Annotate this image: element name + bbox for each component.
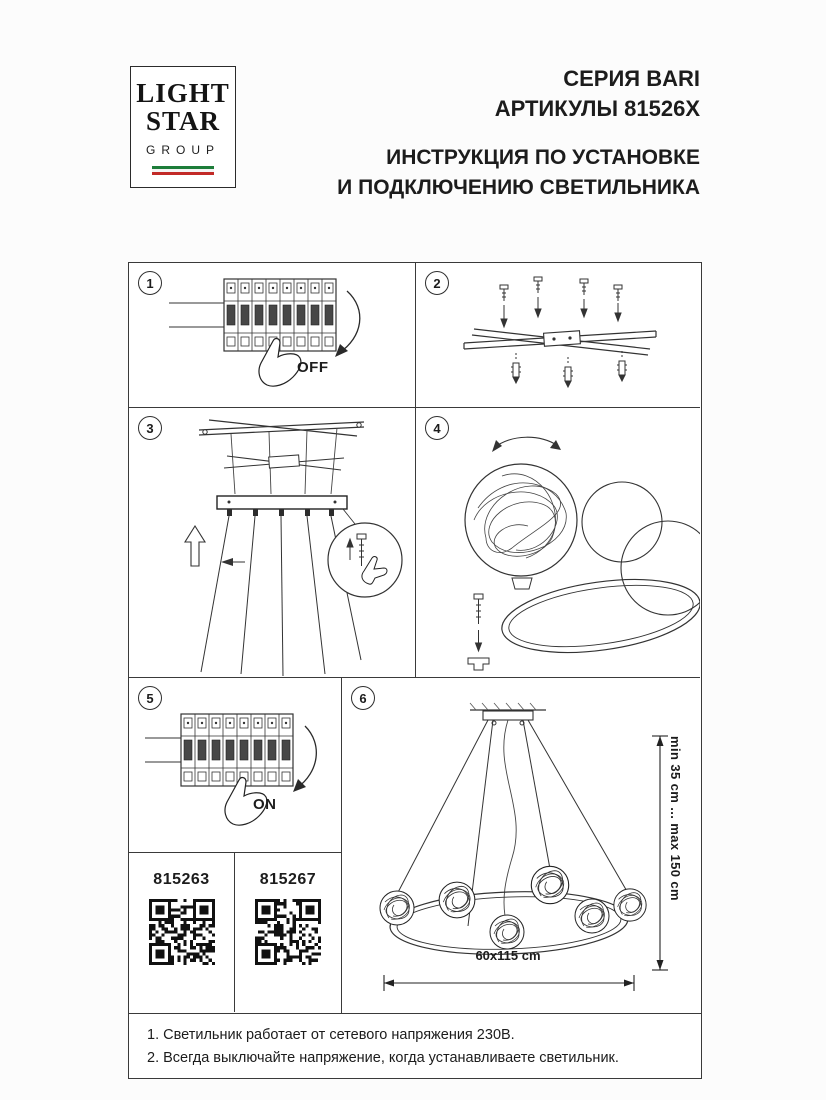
screws-group (499, 276, 623, 329)
qr-code-left (148, 899, 215, 965)
pointing-hand-icon (361, 556, 388, 585)
note-line-2: 2. Всегда выключайте напряжение, когда у… (147, 1050, 619, 1067)
articles-title: АРТИКУЛЫ 81526X (494, 95, 700, 121)
header: СЕРИЯ BARI АРТИКУЛЫ 81526X ИНСТРУКЦИЯ ПО… (280, 64, 700, 202)
notes-panel: 1. Светильник работает от сетевого напря… (129, 1013, 701, 1077)
step-6-panel: 6 (342, 678, 701, 1013)
breaker-off-diagram (169, 278, 361, 387)
instruction-title-line1: ИНСТРУКЦИЯ ПО УСТАНОВКЕ (386, 146, 700, 170)
step-1-number: 1 (138, 271, 162, 295)
pointing-hand-icon (258, 337, 302, 387)
logo-word-star: STAR (145, 106, 221, 137)
pointing-hand-icon (224, 776, 268, 826)
qr-code-right (255, 899, 321, 965)
width-dimension-label: 60x115 cm (475, 948, 541, 963)
step-4-panel: 4 (416, 408, 700, 678)
steps-grid: 1 (128, 262, 702, 1079)
on-label: ON (253, 796, 277, 813)
step-3-number: 3 (138, 416, 162, 440)
article-codes-panel: 815263 815267 (129, 853, 341, 1012)
series-title: СЕРИЯ BARI (563, 66, 700, 91)
italian-flag-icon (152, 165, 214, 176)
step-5-panel: 5 (129, 678, 341, 853)
article-left: 815263 (129, 853, 235, 1012)
step-2-panel: 2 (416, 263, 700, 408)
breaker-on-diagram (145, 713, 317, 826)
mounting-bracket-diagram (463, 276, 657, 389)
note-line-1: 1. Светильник работает от сетевого напря… (147, 1027, 515, 1043)
article-right: 815267 (235, 853, 341, 1012)
chandelier-dimensions-diagram (379, 702, 668, 991)
height-dimension-label: min 35 cm ... max 150 cm (668, 736, 683, 901)
logo-word-light: LIGHT (136, 78, 230, 108)
article-code-left: 815263 (153, 871, 210, 888)
off-label: OFF (297, 359, 329, 376)
article-code-right: 815267 (259, 871, 317, 888)
ceiling-mount-diagram (184, 419, 403, 677)
step-6-number: 6 (351, 686, 375, 710)
shade-assembly-diagram (464, 436, 700, 671)
left-column: 5 (129, 678, 342, 1013)
step-3-panel: 3 (129, 408, 416, 678)
step-2-number: 2 (425, 271, 449, 295)
instruction-title-line2: И ПОДКЛЮЧЕНИЮ СВЕТИЛЬНИКА (337, 175, 700, 199)
anchors-group (511, 351, 627, 389)
step-1-panel: 1 (129, 263, 416, 408)
brand-logo: LIGHT STAR GROUP (130, 66, 236, 188)
step-5-number: 5 (138, 686, 162, 710)
magnifier-detail-circle (327, 522, 403, 598)
step-4-number: 4 (425, 416, 449, 440)
logo-word-group: GROUP (145, 142, 220, 157)
